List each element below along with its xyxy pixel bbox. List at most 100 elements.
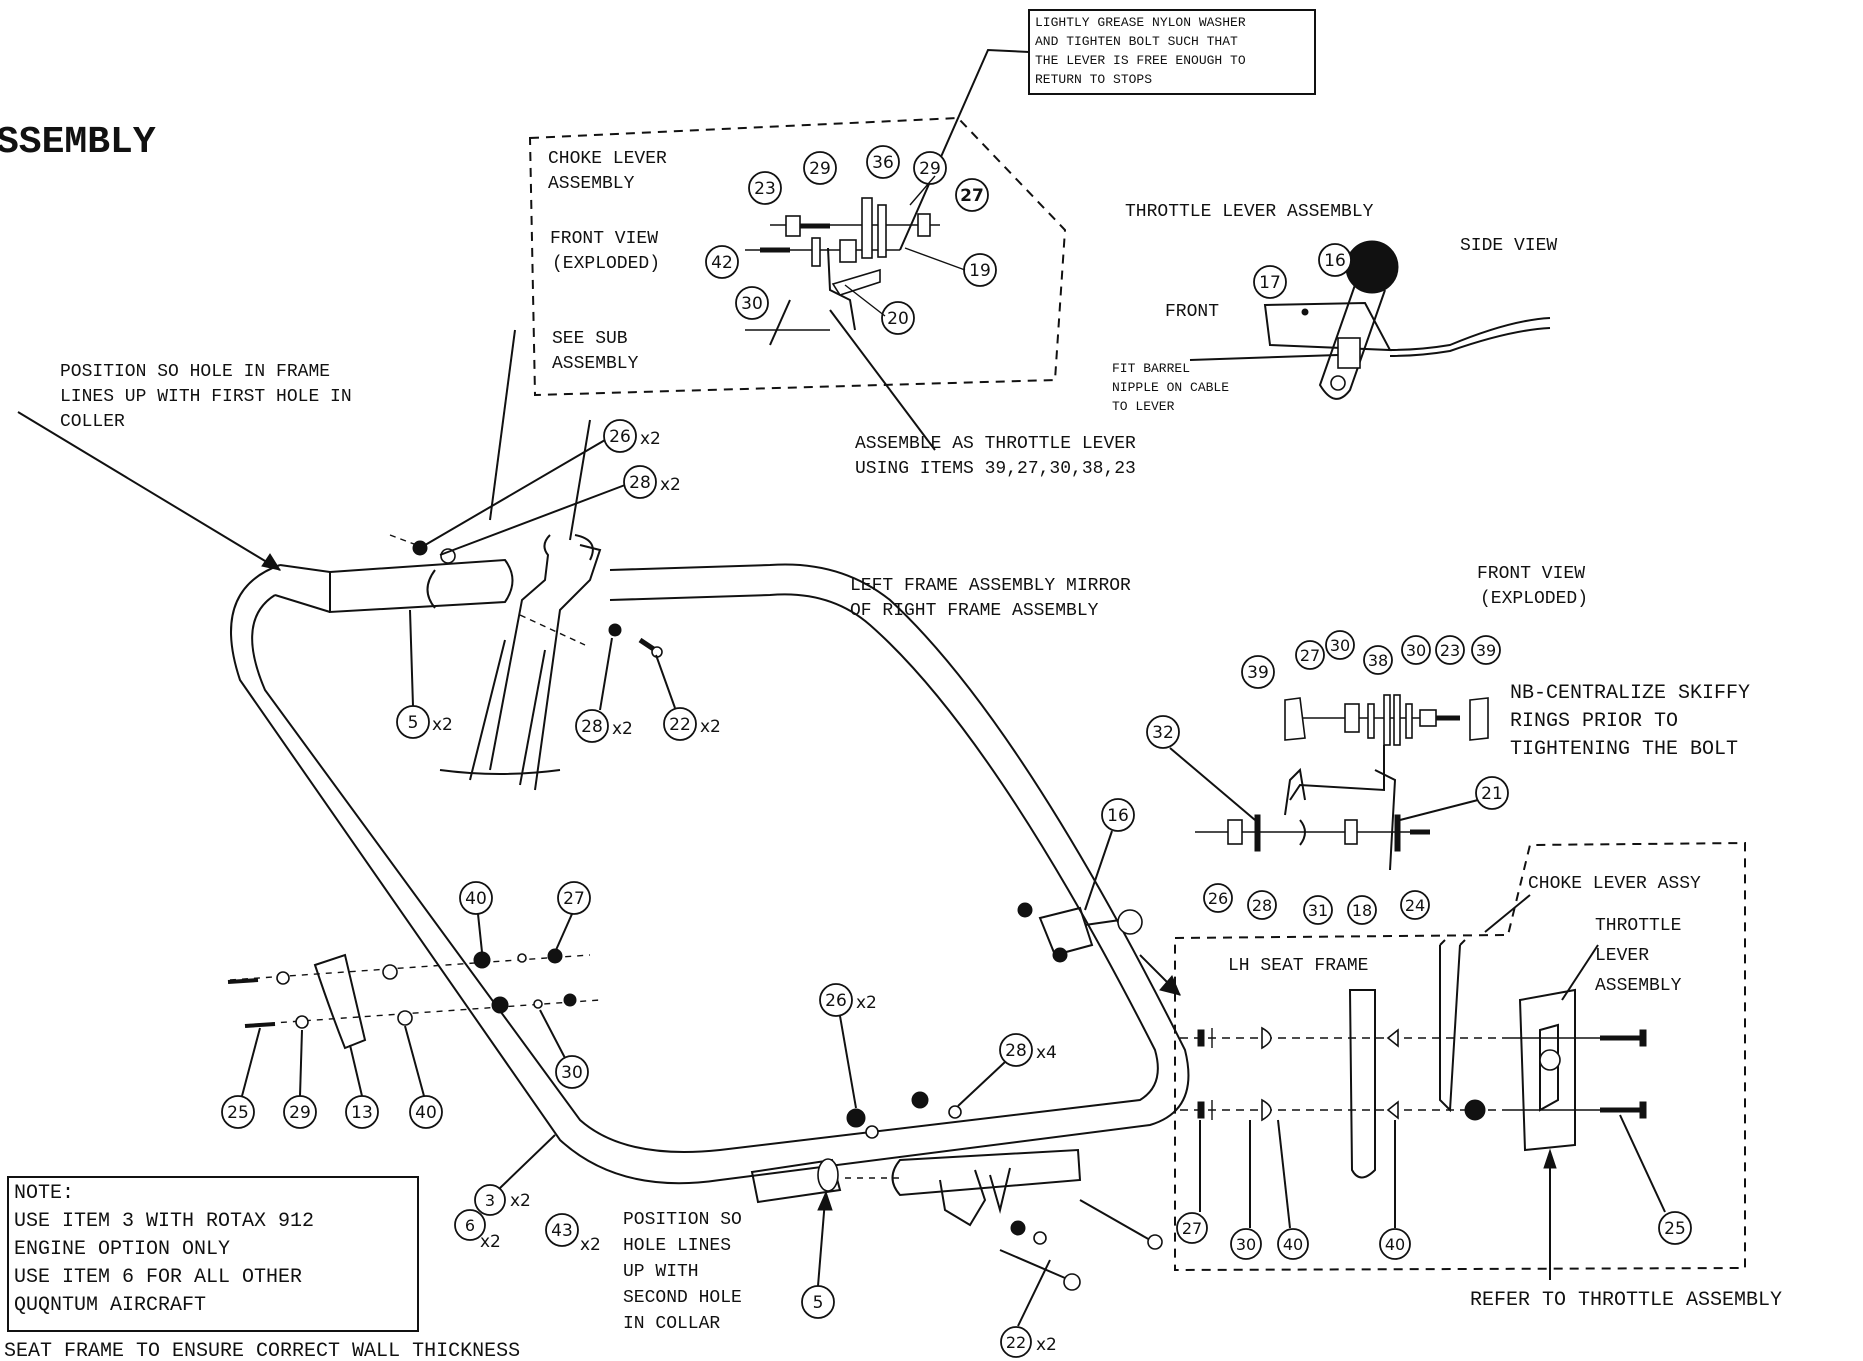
see-sub-label-1: SEE SUB xyxy=(552,329,628,349)
callout-42: 42 xyxy=(711,253,733,273)
position-second-hole-3: UP WITH xyxy=(623,1262,699,1282)
see-sub-label-2: ASSEMBLY xyxy=(552,354,639,374)
position-hole-frame-note: POSITION SO HOLE IN FRAME LINES UP WITH … xyxy=(17,362,352,571)
frame-lever: 16 xyxy=(1017,798,1181,996)
callout-40: 40 xyxy=(465,889,487,909)
choke-lever-label-1: CHOKE LEVER xyxy=(548,149,667,169)
callout-32: 32 xyxy=(1152,723,1174,743)
callout-26c: 26 xyxy=(825,991,847,1011)
front-view-right-1: FRONT VIEW xyxy=(1477,564,1585,584)
callout-40b: 40 xyxy=(415,1103,437,1123)
callout-26b: 26 xyxy=(1208,889,1228,908)
assemble-as-throttle-1: ASSEMBLE AS THROTTLE LEVER xyxy=(855,434,1136,454)
callout-28-qty: x2 xyxy=(660,475,681,495)
callout-31: 31 xyxy=(1308,901,1328,920)
front-label: FRONT xyxy=(1165,302,1219,322)
callout-40c: 40 xyxy=(1283,1235,1303,1254)
choke-exploded-parts xyxy=(745,197,940,451)
position-second-hole-4: SECOND HOLE xyxy=(623,1288,742,1308)
note-box-line-2: USE ITEM 3 WITH ROTAX 912 xyxy=(14,1210,314,1233)
callout-39: 39 xyxy=(1247,663,1269,683)
note-box: NOTE: USE ITEM 3 WITH ROTAX 912 ENGINE O… xyxy=(7,1176,419,1332)
nb-centralize-2: RINGS PRIOR TO xyxy=(1510,710,1678,733)
callout-28: 28 xyxy=(629,473,651,493)
callout-19: 19 xyxy=(969,261,991,281)
callout-26-qty: x2 xyxy=(640,429,661,449)
grease-note-box: LIGHTLY GREASE NYLON WASHER AND TIGHTEN … xyxy=(899,9,1316,251)
callout-29: 29 xyxy=(809,159,831,179)
callout-25: 25 xyxy=(227,1103,249,1123)
callout-30c: 30 xyxy=(1406,641,1426,660)
callout-13: 13 xyxy=(351,1103,373,1123)
front-view-right-2: (EXPLODED) xyxy=(1480,589,1588,609)
note-box-line-1: NOTE: xyxy=(14,1182,74,1205)
bracket-hardware: 40 27 30 25 29 13 40 xyxy=(221,881,601,1129)
refer-throttle-label: REFER TO THROTTLE ASSEMBLY xyxy=(1470,1289,1782,1312)
grease-note-line-4: RETURN TO STOPS xyxy=(1035,72,1152,87)
fit-barrel-2: NIPPLE ON CABLE xyxy=(1112,380,1229,395)
position-second-hole-1: POSITION SO xyxy=(623,1210,742,1230)
throttle-box-label-1: THROTTLE xyxy=(1595,916,1681,936)
callout-23: 23 xyxy=(754,179,776,199)
position-hole-frame-1: POSITION SO HOLE IN FRAME xyxy=(60,362,330,382)
position-second-hole-note: POSITION SO HOLE LINES UP WITH SECOND HO… xyxy=(623,1210,742,1334)
callout-3-qty: x2 xyxy=(510,1191,531,1211)
throttle-lever-assembly-label: THROTTLE LEVER ASSEMBLY xyxy=(1125,202,1374,222)
callout-28c: 28 xyxy=(1252,896,1272,915)
assemble-as-throttle-2: USING ITEMS 39,27,30,38,23 xyxy=(855,459,1136,479)
assemble-as-throttle-note: ASSEMBLE AS THROTTLE LEVER USING ITEMS 3… xyxy=(855,434,1136,479)
grease-note-line-3: THE LEVER IS FREE ENOUGH TO xyxy=(1035,53,1246,68)
callout-30d: 30 xyxy=(561,1063,583,1083)
callout-24: 24 xyxy=(1405,896,1425,915)
lower-frame-hardware: 26 x2 28 x4 3 x2 6 x2 43 x2 5 22 x2 xyxy=(454,983,1163,1358)
drawing-title: SSEMBLY xyxy=(0,121,156,164)
front-view-top-label-2: (EXPLODED) xyxy=(552,254,660,274)
callout-30b: 30 xyxy=(1330,636,1350,655)
choke-lever-assy-label: CHOKE LEVER ASSY xyxy=(1528,874,1701,894)
callout-27b: 27 xyxy=(1300,646,1320,665)
callout-6-qty: x2 xyxy=(480,1232,501,1252)
fit-barrel-3: TO LEVER xyxy=(1112,399,1175,414)
left-frame-mirror-2: OF RIGHT FRAME ASSEMBLY xyxy=(850,601,1099,621)
seat-frame-panel: CHOKE LEVER ASSY THROTTLE LEVER ASSEMBLY… xyxy=(1174,841,1782,1312)
right-front-view: FRONT VIEW (EXPLODED) NB-CENTRALIZE SKIF… xyxy=(1146,564,1750,925)
callout-5-qty: x2 xyxy=(432,715,453,735)
throttle-box-label-3: ASSEMBLY xyxy=(1595,976,1682,996)
position-hole-frame-3: COLLER xyxy=(60,412,125,432)
position-hole-frame-2: LINES UP WITH FIRST HOLE IN xyxy=(60,387,352,407)
note-box-line-4: USE ITEM 6 FOR ALL OTHER xyxy=(14,1266,302,1289)
grease-note-line-2: AND TIGHTEN BOLT SUCH THAT xyxy=(1035,34,1238,49)
front-view-top-label-1: FRONT VIEW xyxy=(550,229,658,249)
throttle-box-label-2: LEVER xyxy=(1595,946,1649,966)
callout-40d: 40 xyxy=(1385,1235,1405,1254)
callout-27: 27 xyxy=(960,186,984,206)
lh-seat-frame-label: LH SEAT FRAME xyxy=(1228,956,1368,976)
callout-36: 36 xyxy=(872,153,894,173)
throttle-knob xyxy=(1345,240,1399,294)
callout-30e: 30 xyxy=(1236,1235,1256,1254)
callout-5: 5 xyxy=(408,713,419,733)
callout-16b: 16 xyxy=(1107,806,1129,826)
position-second-hole-2: HOLE LINES xyxy=(623,1236,731,1256)
callout-23b: 23 xyxy=(1440,641,1460,660)
callout-26: 26 xyxy=(609,427,631,447)
callout-5b: 5 xyxy=(813,1293,824,1313)
callout-26c-qty: x2 xyxy=(856,993,877,1013)
grease-note-line-1: LIGHTLY GREASE NYLON WASHER xyxy=(1035,15,1246,30)
callout-22-qty: x2 xyxy=(700,717,721,737)
upper-frame-posts xyxy=(389,329,602,791)
callout-27d: 27 xyxy=(1182,1219,1202,1238)
callout-43: 43 xyxy=(551,1221,573,1241)
choke-lever-label-2: ASSEMBLY xyxy=(548,174,635,194)
callout-22b: 22 xyxy=(1006,1333,1026,1352)
callout-17: 17 xyxy=(1259,273,1281,293)
position-second-hole-5: IN COLLAR xyxy=(623,1314,720,1334)
callout-43-qty: x2 xyxy=(580,1235,601,1255)
seat-frame-bottom-note: SEAT FRAME TO ENSURE CORRECT WALL THICKN… xyxy=(4,1340,520,1361)
callout-6: 6 xyxy=(465,1216,475,1235)
callout-16: 16 xyxy=(1324,251,1346,271)
callout-27c: 27 xyxy=(563,889,585,909)
side-view-label: SIDE VIEW xyxy=(1460,236,1557,256)
callout-21: 21 xyxy=(1481,784,1503,804)
note-box-line-3: ENGINE OPTION ONLY xyxy=(14,1238,230,1261)
